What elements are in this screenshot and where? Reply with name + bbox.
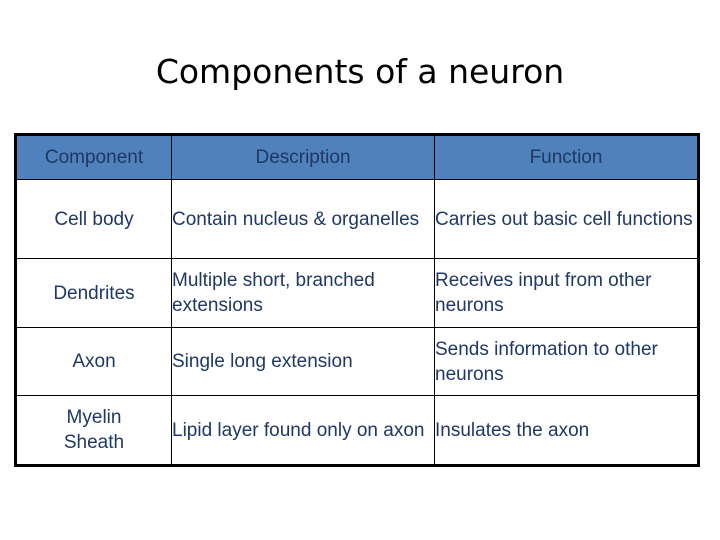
cell-function: Receives input from other neurons xyxy=(434,258,699,328)
cell-component-line2: Sheath xyxy=(63,432,125,453)
cell-description: Multiple short, branched extensions xyxy=(171,258,435,328)
column-header-description: Description xyxy=(171,134,435,180)
table-row: Cell body Contain nucleus & organelles C… xyxy=(15,179,699,259)
cell-description: Contain nucleus & organelles xyxy=(171,179,435,259)
cell-component: Cell body xyxy=(15,179,172,259)
table-row: Myelin Sheath Lipid layer found only on … xyxy=(15,395,699,466)
page-title: Components of a neuron xyxy=(155,52,565,91)
table-header-row: Component Description Function xyxy=(15,134,699,180)
cell-function: Sends information to other neurons xyxy=(434,327,699,396)
cell-function: Carries out basic cell functions xyxy=(434,179,699,259)
column-header-function: Function xyxy=(434,134,699,180)
table-body: Cell body Contain nucleus & organelles C… xyxy=(15,179,699,466)
table-row: Dendrites Multiple short, branched exten… xyxy=(15,258,699,328)
cell-component: Dendrites xyxy=(15,258,172,328)
table-row: Axon Single long extension Sends informa… xyxy=(15,327,699,396)
cell-description: Single long extension xyxy=(171,327,435,396)
table-header: Component Description Function xyxy=(15,134,699,180)
cell-description: Lipid layer found only on axon xyxy=(171,395,435,466)
cell-component-line1: Myelin xyxy=(66,407,122,428)
column-header-component: Component xyxy=(15,134,172,180)
cell-component: Axon xyxy=(15,327,172,396)
neuron-components-table: Component Description Function Cell body… xyxy=(14,133,700,467)
cell-function: Insulates the axon xyxy=(434,395,699,466)
cell-component: Myelin Sheath xyxy=(15,395,172,466)
